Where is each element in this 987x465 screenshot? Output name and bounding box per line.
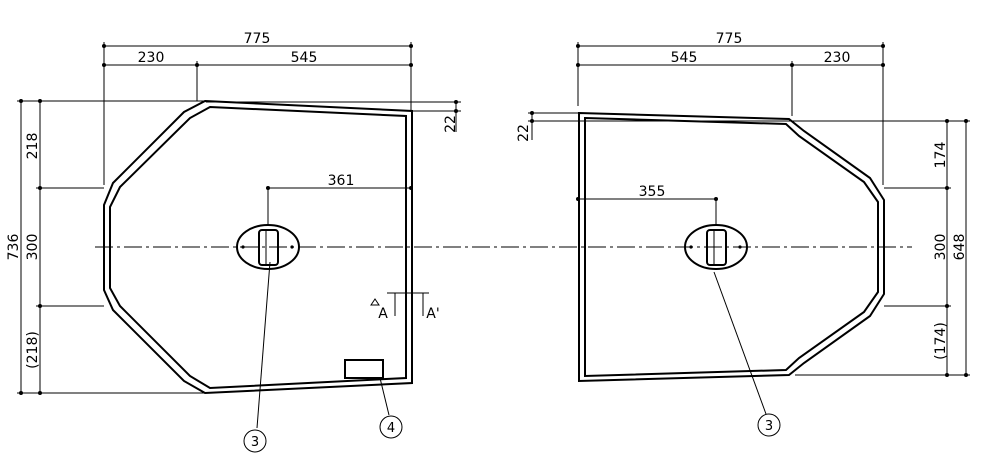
right-top-dimensions: 775 545 230	[576, 31, 885, 185]
left-dim-775: 775	[244, 31, 271, 47]
right-view: 775 545 230 22 174	[516, 31, 970, 437]
left-view: 775 230 545 736 218 300 (218)	[6, 31, 461, 453]
right-edge-offset-dimension: 22	[516, 111, 790, 142]
left-side-dimensions: 736 218 300 (218)	[6, 99, 205, 395]
left-drain-dimension: 361	[266, 173, 413, 226]
right-dim-300: 300	[933, 234, 949, 261]
right-dim-174-bottom: (174)	[933, 322, 949, 360]
left-callout-3: 3	[243, 429, 267, 453]
left-drain-slot	[258, 229, 279, 266]
svg-text:4: 4	[387, 421, 395, 436]
left-name-plate	[344, 359, 384, 379]
left-dim-736: 736	[6, 234, 22, 261]
left-dim-218-top: 218	[25, 133, 41, 160]
right-dim-545: 545	[671, 50, 698, 66]
left-edge-offset-dimension: 22	[206, 100, 461, 133]
right-callout-3: 3	[757, 413, 781, 437]
left-tray-outer-outline	[103, 99, 413, 395]
right-side-dimensions: 174 300 (174) 648	[790, 119, 970, 377]
left-dim-218-bottom: (218)	[25, 331, 41, 369]
left-dim-361: 361	[328, 173, 355, 189]
svg-text:3: 3	[765, 419, 773, 434]
left-dim-300: 300	[25, 234, 41, 261]
section-label-a: A	[378, 306, 388, 322]
section-label-a-prime: A'	[426, 306, 439, 322]
right-tray-outer-outline	[578, 111, 885, 383]
right-dim-230: 230	[824, 50, 851, 66]
section-marker: A A'	[370, 292, 440, 322]
right-tray-inner-outline	[584, 116, 879, 378]
svg-text:3: 3	[251, 435, 259, 450]
left-dim-230: 230	[138, 50, 165, 66]
right-dim-775: 775	[716, 31, 743, 47]
right-dim-355: 355	[639, 184, 666, 200]
left-dim-545: 545	[291, 50, 318, 66]
right-dim-174-top: 174	[933, 142, 949, 169]
left-callout-4: 4	[379, 415, 403, 439]
left-tray-inner-outline	[109, 105, 407, 390]
right-drain-dimension: 355	[576, 184, 718, 226]
right-drain-slot	[706, 229, 727, 266]
left-dim-22: 22	[443, 115, 459, 133]
right-dim-22: 22	[516, 124, 532, 142]
left-top-dimensions: 775 230 545	[102, 31, 413, 185]
right-dim-648: 648	[952, 234, 968, 261]
